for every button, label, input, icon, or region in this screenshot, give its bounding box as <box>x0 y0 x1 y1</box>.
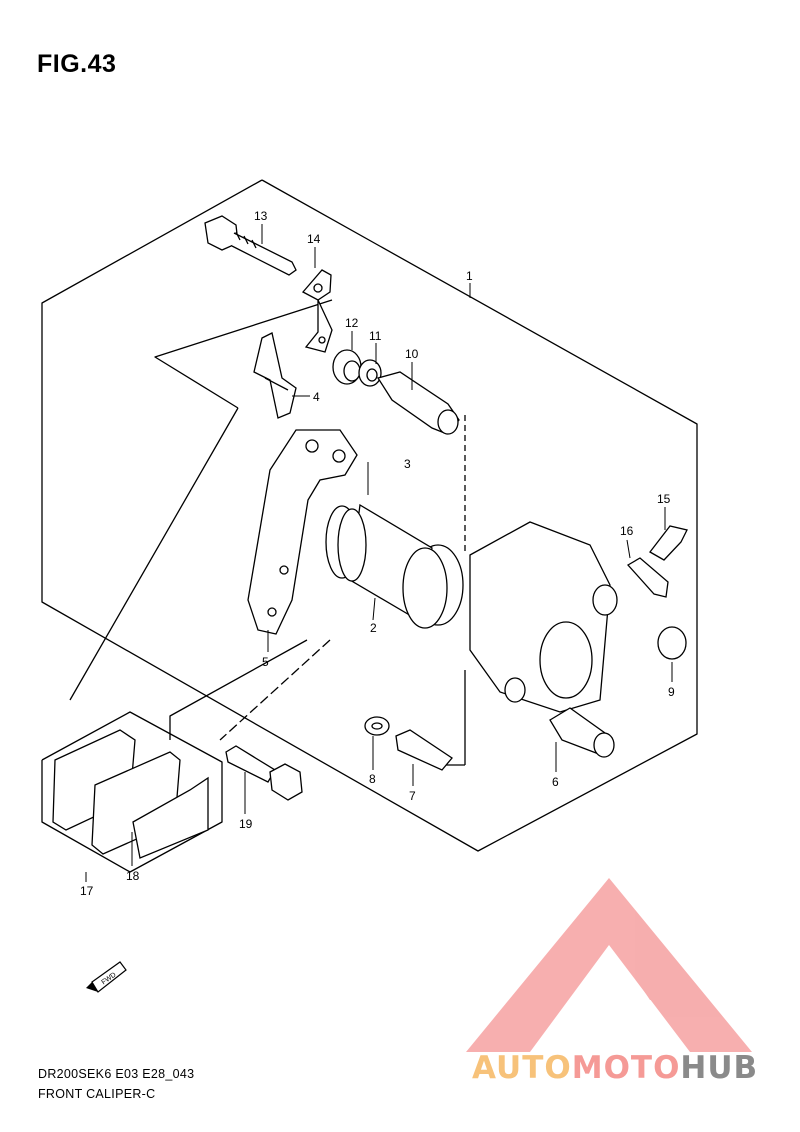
part-16-cap <box>626 557 669 598</box>
part-15-bleeder <box>649 525 688 561</box>
part-4-bracket <box>253 332 297 419</box>
callout-7: 7 <box>409 789 416 803</box>
part-18-shim <box>132 776 209 859</box>
callout-17: 17 <box>80 884 94 898</box>
brand-logo-icon <box>466 878 752 1052</box>
part-10-pin <box>376 371 460 435</box>
callout-8: 8 <box>369 772 376 786</box>
callout-2: 2 <box>370 621 377 635</box>
callout-19: 19 <box>239 817 253 831</box>
callout-10: 10 <box>405 347 419 361</box>
callout-11: 11 <box>369 329 382 343</box>
brand-part-moto: MOTO <box>571 1050 681 1086</box>
callout-3: 3 <box>404 457 411 471</box>
caliper-body <box>469 521 618 713</box>
padset-outline <box>41 711 223 873</box>
part-6-pin <box>549 707 615 758</box>
brand-part-hub: HUB <box>680 1050 759 1086</box>
callout-14: 14 <box>307 232 321 246</box>
part-19-bolt <box>225 745 303 801</box>
section-name: FRONT CALIPER-C <box>38 1087 156 1101</box>
part-12-seal <box>332 349 362 385</box>
callout-16: 16 <box>620 524 634 538</box>
callout-4: 4 <box>313 390 320 404</box>
fwd-arrow-icon: FWD <box>86 961 127 993</box>
brand-wordmark: AUTOMOTOHUB <box>472 1050 758 1086</box>
model-code: DR200SEK6 E03 E28_043 <box>38 1067 195 1081</box>
callout-15: 15 <box>657 492 671 506</box>
figure-title: FIG.43 <box>37 50 117 78</box>
part-14-spring <box>301 269 333 353</box>
callout-6: 6 <box>552 775 559 789</box>
part-11-washer <box>358 359 382 387</box>
part-5-bracket <box>247 429 358 635</box>
part-9-plug <box>657 626 687 660</box>
footer: DR200SEK6 E03 E28_043 FRONT CALIPER-C <box>38 1064 194 1104</box>
part-13-bolt <box>204 215 297 276</box>
brand-part-auto: AUTO <box>472 1050 572 1086</box>
callout-18: 18 <box>126 869 140 883</box>
callout-13: 13 <box>254 209 268 223</box>
callout-1: 1 <box>466 269 473 283</box>
callout-9: 9 <box>668 685 675 699</box>
part-8-washer <box>364 716 390 736</box>
part-2-piston <box>337 503 448 629</box>
callout-5: 5 <box>262 655 269 669</box>
part-7-screw <box>395 729 453 771</box>
assembly-outline <box>41 179 698 852</box>
callout-12: 12 <box>345 316 359 330</box>
